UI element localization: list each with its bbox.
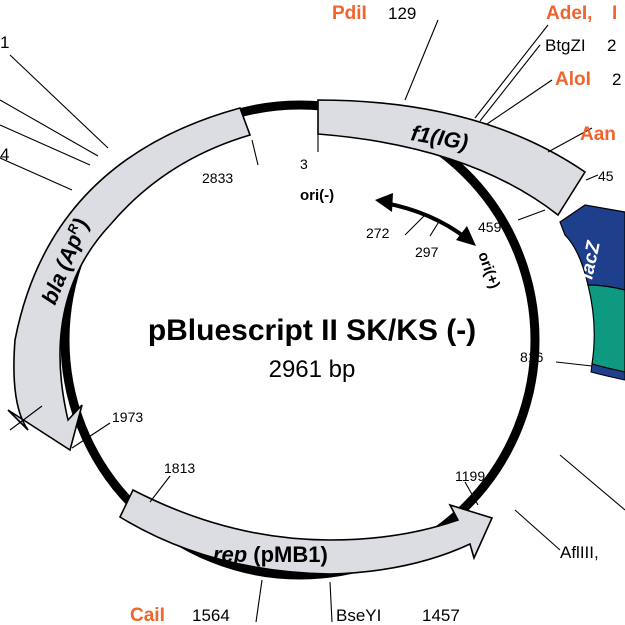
site-left-4: 4 <box>0 145 9 164</box>
plasmid-size: 2961 bp <box>269 356 356 383</box>
pos-1813: 1813 <box>164 460 195 476</box>
ori-arrowhead-right <box>456 226 476 246</box>
f1-feature-arrow <box>317 99 587 217</box>
pos-1199: 1199 <box>455 468 485 484</box>
lacz-bottom-band <box>590 363 625 381</box>
pos-272: 272 <box>366 225 390 241</box>
site-pdil: PdiI <box>332 3 367 24</box>
ori-plus-label: ori(+) <box>474 250 503 291</box>
site-cail: CaiI <box>130 605 165 625</box>
ori-minus-label: ori(-) <box>300 187 334 204</box>
site-left-1: 1 <box>0 33 9 52</box>
site-btgzi-pos: 2 <box>607 36 616 55</box>
site-pdil-pos: 129 <box>388 4 416 23</box>
site-alol-pos: 2 <box>612 70 621 89</box>
pos-1973: 1973 <box>112 409 143 425</box>
ori-double-arrow <box>384 201 468 240</box>
lacz-alpha-block <box>587 284 625 373</box>
pos-297: 297 <box>415 244 439 260</box>
site-adel: AdeI, <box>546 3 592 24</box>
site-cail-pos: 1564 <box>192 606 230 625</box>
ori-arrowhead-left <box>375 193 393 212</box>
plasmid-backbone <box>60 100 540 580</box>
site-bseyi: BseYI <box>336 606 381 625</box>
site-btgzi: BtgZI <box>545 36 586 55</box>
site-adel-extra: I <box>612 3 617 24</box>
site-bseyi-pos: 1457 <box>422 606 460 625</box>
plasmid-name: pBluescript II SK/KS (-) <box>148 314 476 347</box>
pos-45x: 45 <box>598 168 614 184</box>
bla-feature-arrow <box>7 107 252 452</box>
site-aflIII: AflIII, <box>560 543 599 562</box>
rep-feature-arrow <box>118 488 494 575</box>
pos-816: 816 <box>520 349 544 365</box>
site-aan: Aan <box>580 124 616 145</box>
pos-459: 459 <box>478 219 502 235</box>
site-alol: AloI <box>555 69 591 90</box>
pos-3: 3 <box>300 156 308 172</box>
pos-2833: 2833 <box>202 170 233 186</box>
rep-label: rep(pMB1) <box>213 542 328 567</box>
